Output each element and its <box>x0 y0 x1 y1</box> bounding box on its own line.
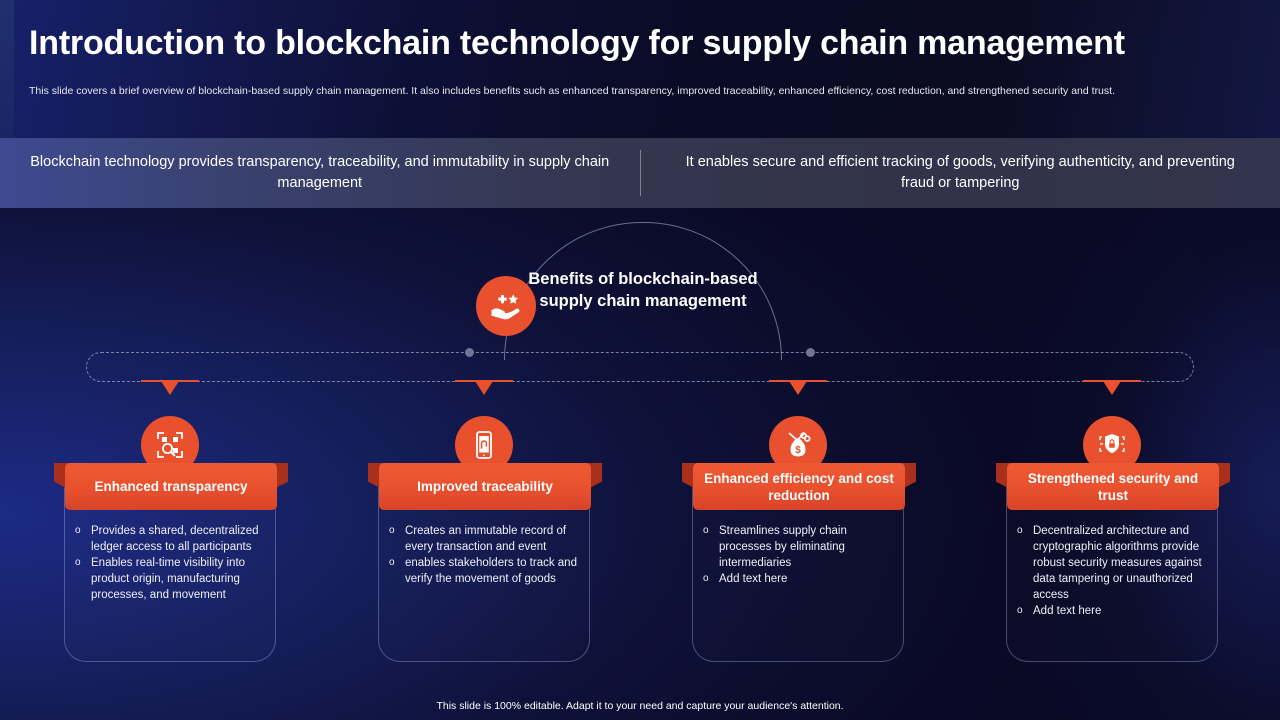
bullet-text: Provides a shared, decentralized ledger … <box>91 525 259 553</box>
branch-arrow-3 <box>789 381 807 395</box>
page-subtitle: This slide covers a brief overview of bl… <box>29 85 1115 97</box>
bullet-marker-icon: o <box>703 573 709 584</box>
bullet-text: Add text here <box>1033 605 1102 617</box>
card-title: Strengthened security and trust <box>1027 470 1199 503</box>
statement-left-text: Blockchain technology provides transpare… <box>30 154 610 191</box>
branch-arrow-2 <box>475 381 493 395</box>
page-header: Introduction to blockchain technology fo… <box>0 0 1280 138</box>
list-item: o enables stakeholders to track and veri… <box>389 555 585 587</box>
bullet-text: Decentralized architecture and cryptogra… <box>1033 525 1202 601</box>
card-title: Enhanced transparency <box>94 479 248 494</box>
card-bullets: o Streamlines supply chain processes by … <box>703 523 899 587</box>
bus-node-right <box>806 348 815 357</box>
card-ribbon: Strengthened security and trust <box>996 463 1230 510</box>
bullet-marker-icon: o <box>389 557 395 568</box>
list-item: o Add text here <box>1017 603 1213 619</box>
bullet-marker-icon: o <box>1017 525 1023 536</box>
bullet-text: Enables real-time visibility into produc… <box>91 557 246 601</box>
card-bullets: o Creates an immutable record of every t… <box>389 523 585 587</box>
bullet-marker-icon: o <box>703 525 709 536</box>
statement-left: Blockchain technology provides transpare… <box>0 152 640 194</box>
bullet-marker-icon: o <box>75 525 81 536</box>
list-item: o Decentralized architecture and cryptog… <box>1017 523 1213 603</box>
card-ribbon: Improved traceability <box>368 463 602 510</box>
connector-bus <box>86 352 1194 382</box>
banner-divider <box>639 150 641 196</box>
benefit-card-strengthened-security[interactable]: Strengthened security and trust o Decent… <box>996 416 1230 662</box>
bullet-text: Streamlines supply chain processes by el… <box>719 525 847 569</box>
benefit-card-enhanced-transparency[interactable]: Enhanced transparency o Provides a share… <box>54 416 288 662</box>
page-title: Introduction to blockchain technology fo… <box>29 24 1125 62</box>
bullet-text: Add text here <box>719 573 788 585</box>
list-item: o Add text here <box>703 571 899 587</box>
ribbon-body: Enhanced efficiency and cost reduction <box>693 463 905 510</box>
list-item: o Streamlines supply chain processes by … <box>703 523 899 571</box>
bullet-marker-icon: o <box>75 557 81 568</box>
ribbon-body: Improved traceability <box>379 463 591 510</box>
card-title: Enhanced efficiency and cost reduction <box>704 470 894 503</box>
list-item: o Enables real-time visibility into prod… <box>75 555 271 603</box>
ribbon-body: Enhanced transparency <box>65 463 277 510</box>
dome-title: Benefits of blockchain-based supply chai… <box>528 270 758 310</box>
card-bullets: o Decentralized architecture and cryptog… <box>1017 523 1213 619</box>
bullet-marker-icon: o <box>1017 605 1023 616</box>
bus-node-left <box>465 348 474 357</box>
card-bullets: o Provides a shared, decentralized ledge… <box>75 523 271 603</box>
branch-arrow-4 <box>1103 381 1121 395</box>
card-ribbon: Enhanced efficiency and cost reduction <box>682 463 916 510</box>
benefit-card-improved-traceability[interactable]: Improved traceability o Creates an immut… <box>368 416 602 662</box>
branch-arrow-1 <box>161 381 179 395</box>
bullet-text: enables stakeholders to track and verify… <box>405 557 577 585</box>
statement-right: It enables secure and efficient tracking… <box>641 152 1280 194</box>
card-ribbon: Enhanced transparency <box>54 463 288 510</box>
statement-right-text: It enables secure and efficient tracking… <box>685 154 1235 191</box>
bullet-marker-icon: o <box>389 525 395 536</box>
hand-benefits-icon <box>476 276 536 336</box>
statement-banner: Blockchain technology provides transpare… <box>0 138 1280 208</box>
card-title: Improved traceability <box>417 479 553 494</box>
bullet-text: Creates an immutable record of every tra… <box>405 525 567 553</box>
footer-note: This slide is 100% editable. Adapt it to… <box>436 700 844 712</box>
list-item: o Provides a shared, decentralized ledge… <box>75 523 271 555</box>
ribbon-body: Strengthened security and trust <box>1007 463 1219 510</box>
header-left-accent <box>0 0 14 138</box>
svg-text:$: $ <box>795 445 801 456</box>
benefit-card-enhanced-efficiency[interactable]: $ Enhanced efficiency and cost reduction… <box>682 416 916 662</box>
list-item: o Creates an immutable record of every t… <box>389 523 585 555</box>
